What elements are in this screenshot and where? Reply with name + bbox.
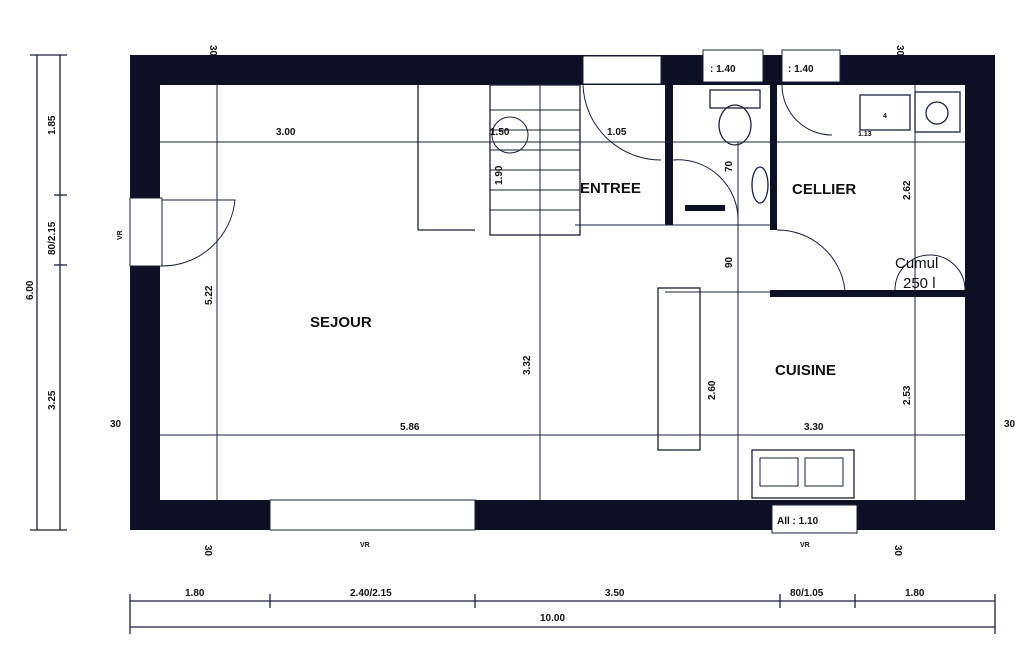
water-heater-icon: [894, 254, 966, 291]
section-marker: 30: [110, 419, 122, 430]
section-marker: 30: [202, 545, 213, 557]
dim-label: 3.32: [522, 355, 533, 375]
window-label: : 1.40: [788, 64, 814, 75]
dim-label: 2.60: [707, 380, 718, 400]
dim-label: 10.00: [540, 613, 565, 624]
dim-label: 3.25: [47, 390, 58, 410]
dim-label: 1.85: [47, 115, 58, 135]
window-label: All : 1.10: [777, 516, 819, 527]
dim-label: 3.30: [804, 422, 824, 433]
window-label: : 1.40: [710, 64, 736, 75]
fixtures: [657, 89, 966, 499]
dim-label: 3.50: [605, 588, 625, 599]
doors: [161, 84, 846, 291]
dim-label: 2.62: [902, 180, 913, 200]
dim-label: 1.05: [607, 127, 627, 138]
toilet-icon: [718, 104, 752, 146]
staircase: [417, 84, 581, 236]
room-label-entree: ENTREE: [580, 180, 641, 197]
section-marker: 30: [892, 545, 903, 557]
section-marker: 30: [1004, 419, 1016, 430]
left-dimension-chain: [30, 54, 67, 531]
dim-label: 70: [724, 160, 735, 172]
section-marker: 30: [894, 45, 905, 57]
dim-label: 2.40/2.15: [350, 588, 392, 599]
vr-label: VR: [800, 542, 810, 549]
kitchen-sink-icon: [751, 449, 855, 499]
dim-label: 4: [883, 113, 887, 120]
dim-label: 6.00: [25, 280, 36, 300]
dim-label: 90: [724, 256, 735, 268]
room-label-cuisine: CUISINE: [775, 362, 836, 379]
dim-label: 3.00: [276, 127, 296, 138]
dim-label: 2.53: [902, 385, 913, 405]
vr-label: VR: [117, 230, 124, 240]
interior-walls: [665, 85, 965, 297]
dim-label: 1.50: [490, 127, 510, 138]
bottom-dimension-chain: [129, 594, 996, 634]
openings: [129, 49, 858, 534]
washing-machine-icon: [914, 91, 961, 133]
dim-label: 1.13: [858, 131, 872, 138]
room-label-sejour: SEJOUR: [310, 314, 372, 331]
dim-label: 1.80: [905, 588, 925, 599]
section-marker: 30: [207, 45, 218, 57]
cumulus-capacity: 250 l: [903, 275, 936, 292]
kitchen-counter: [657, 287, 701, 451]
room-label-cellier: CELLIER: [792, 181, 856, 198]
dim-label: 5.86: [400, 422, 420, 433]
dim-label: 5.22: [204, 285, 215, 305]
cumulus-label: Cumul: [895, 255, 938, 272]
dim-label: 80/2.15: [47, 221, 58, 255]
vr-label: VR: [360, 542, 370, 549]
dim-label: 1.80: [185, 588, 205, 599]
dim-label: 1.90: [494, 165, 505, 185]
dimension-lines: [160, 85, 965, 500]
dim-label: 80/1.05: [790, 588, 824, 599]
sink-icon: [751, 166, 769, 204]
